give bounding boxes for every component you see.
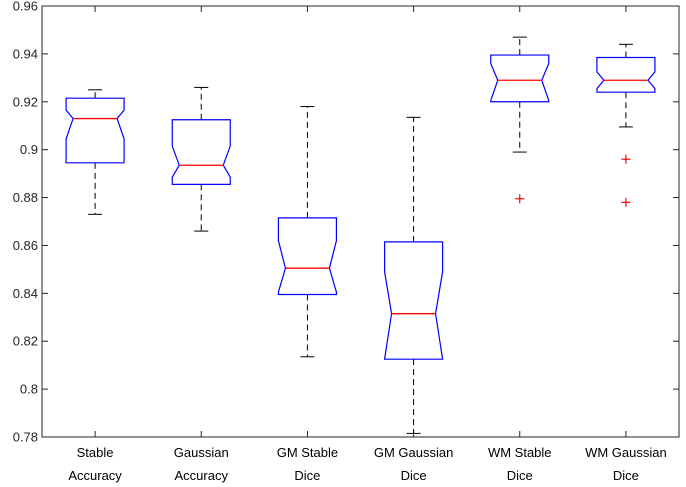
notched-box xyxy=(277,217,338,296)
category-label-line1: WM Gaussian xyxy=(585,445,667,460)
y-tick-label: 0.8 xyxy=(20,382,38,397)
plot-area xyxy=(41,5,680,438)
category-label-line1: WM Stable xyxy=(488,445,552,460)
y-axis-tick-labels: 0.78 0.8 0.82 0.84 0.86 0.88 0.9 0.92 0.94 0.96 xyxy=(13,0,38,445)
y-tick-label: 0.78 xyxy=(13,430,38,445)
outlier-marker xyxy=(621,154,631,164)
notched-box xyxy=(596,56,656,93)
y-axis-ticks xyxy=(42,5,679,438)
category-label-line2: Accuracy xyxy=(68,468,122,483)
box-series xyxy=(65,36,656,434)
y-tick-label: 0.88 xyxy=(13,190,38,205)
category-label-line1: GM Gaussian xyxy=(374,445,453,460)
notched-box xyxy=(490,54,550,103)
box-group xyxy=(596,43,656,207)
box-group xyxy=(171,86,231,232)
category-label-line2: Dice xyxy=(401,468,427,483)
category-label-line2: Dice xyxy=(507,468,533,483)
y-tick-label: 0.96 xyxy=(13,0,38,14)
y-tick-label: 0.92 xyxy=(13,94,38,109)
box-group xyxy=(490,36,550,204)
box-group xyxy=(383,116,444,434)
notched-box xyxy=(65,97,125,164)
y-tick-label: 0.82 xyxy=(13,334,38,349)
notched-box xyxy=(383,241,444,360)
outlier-marker xyxy=(621,197,631,207)
category-label-line1: Stable xyxy=(77,445,114,460)
box-group xyxy=(277,106,338,358)
category-label-line2: Accuracy xyxy=(175,468,229,483)
y-tick-label: 0.86 xyxy=(13,238,38,253)
category-label-line2: Dice xyxy=(294,468,320,483)
y-tick-label: 0.84 xyxy=(13,286,38,301)
notched-box xyxy=(171,119,231,185)
category-label-line1: GM Stable xyxy=(277,445,338,460)
y-tick-label: 0.94 xyxy=(13,46,38,61)
category-label-line1: Gaussian xyxy=(174,445,229,460)
box-group xyxy=(65,89,125,215)
outlier-marker xyxy=(515,194,525,204)
y-tick-label: 0.9 xyxy=(20,142,38,157)
category-label-line2: Dice xyxy=(613,468,639,483)
